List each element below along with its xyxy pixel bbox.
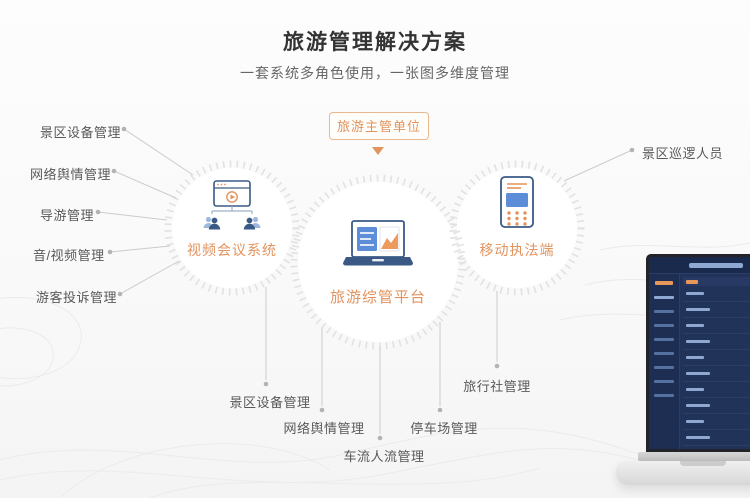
dashboard-menu-item [654, 324, 674, 327]
dashboard-row [683, 398, 750, 414]
dashboard-row [683, 302, 750, 318]
dashboard-screen [646, 254, 750, 452]
laptop-mockup [616, 254, 750, 498]
dashboard-toolbar [683, 277, 750, 286]
dashboard-body [649, 274, 750, 449]
connector-lines [97, 128, 633, 434]
dashboard-menu-item [654, 338, 674, 341]
down-arrow-icon [372, 147, 384, 155]
bottom-label-public-opinion: 网络舆情管理 [283, 421, 365, 436]
dashboard-row [683, 414, 750, 430]
mobile-enforcement-label: 移动执法端 [479, 242, 555, 258]
dashboard-title-bar [689, 262, 743, 268]
dashboard-menu-item [654, 310, 674, 313]
bottom-label-parking: 停车场管理 [410, 421, 478, 436]
dashboard-row [683, 382, 750, 398]
dashboard-header [649, 257, 750, 274]
video-meeting-icon [203, 180, 261, 230]
bottom-label-traffic-flow: 车流人流管理 [343, 449, 425, 464]
circle-mobile [457, 168, 577, 288]
left-label-complaints: 游客投诉管理 [36, 290, 118, 305]
dashboard-menu-item [654, 394, 674, 397]
right-label-patrol: 景区巡逻人员 [642, 146, 724, 161]
dashboard-sidebar [649, 274, 680, 449]
laptop-chart-icon [343, 220, 413, 266]
dashboard-row [683, 430, 750, 446]
left-label-public-opinion: 网络舆情管理 [30, 167, 112, 182]
connector-dots [95, 126, 635, 441]
left-label-audio-video: 音/视频管理 [33, 248, 105, 263]
handheld-terminal-icon [500, 176, 534, 228]
laptop-base [616, 461, 750, 485]
dashboard-logo [655, 281, 673, 285]
dashboard-menu-item [654, 296, 674, 299]
dashboard-row [683, 334, 750, 350]
circle-video-conference [172, 168, 292, 288]
authority-box: 旅游主管单位 [329, 112, 429, 140]
laptop-hinge [638, 452, 750, 461]
page-subtitle: 一套系统多角色使用，一张图多维度管理 [240, 65, 510, 81]
bottom-label-equipment: 景区设备管理 [229, 395, 311, 410]
bottom-label-travel-agency: 旅行社管理 [463, 379, 531, 394]
dashboard-row [683, 286, 750, 302]
circle-platform [298, 182, 458, 342]
left-label-tour-guide: 导游管理 [40, 208, 95, 223]
dashboard-menu-item [654, 366, 674, 369]
dashboard-menu-item [654, 352, 674, 355]
video-conference-label: 视频会议系统 [187, 242, 277, 258]
authority-label: 旅游主管单位 [336, 119, 421, 134]
left-label-equipment: 景区设备管理 [40, 125, 122, 140]
platform-label: 旅游综管平台 [329, 289, 427, 306]
dashboard-row [683, 350, 750, 366]
dashboard-row [683, 366, 750, 382]
dashboard-row [683, 318, 750, 334]
page-title: 旅游管理解决方案 [283, 31, 467, 54]
dashboard-menu-item [654, 380, 674, 383]
dashboard-main [680, 274, 750, 449]
